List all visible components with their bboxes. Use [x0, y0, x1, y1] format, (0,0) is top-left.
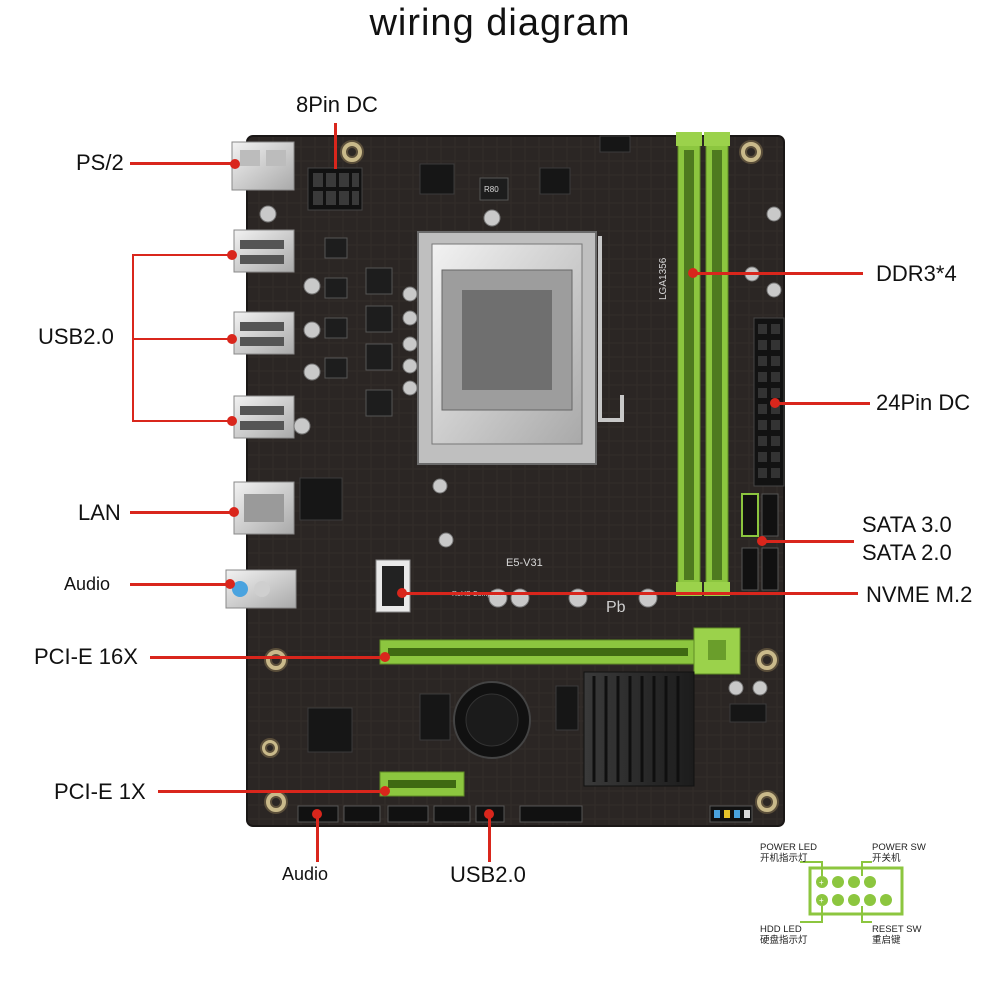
power-led-cn-label: 开机指示灯: [760, 853, 808, 864]
pcie16-label: PCI-E 16X: [34, 644, 138, 669]
dc8-connector: [307, 167, 363, 211]
power-led-label: POWER LED: [760, 842, 818, 853]
dc8-leader: [334, 123, 337, 169]
sata3-label: SATA 3.0: [862, 512, 952, 537]
lan-leader: [130, 511, 234, 514]
usb-rear-ports: [233, 229, 295, 439]
audio-rear-label: Audio: [64, 574, 111, 594]
front-headers: [297, 805, 753, 823]
lan-label: LAN: [78, 500, 121, 525]
reset-sw-label: RESET SW: [872, 924, 922, 935]
pcie1-slot: [379, 771, 465, 797]
nvme-slot: [375, 559, 411, 613]
reset-sw-cn-label: 重启键: [872, 935, 901, 946]
audio-rear-jacks: [225, 569, 297, 609]
vrm-chokes: [324, 177, 509, 417]
power-sw-label: POWER SW: [872, 842, 926, 853]
nvme-leader: [402, 592, 858, 595]
ic-chips: [299, 135, 767, 753]
cpu-socket: [417, 231, 624, 465]
model-silkscreen: E5-V31: [506, 557, 543, 569]
hdd-led-cn-label: 硬盘指示灯: [760, 935, 808, 946]
ps2-port: [231, 141, 295, 191]
pcie16-slot: [379, 627, 741, 675]
usb-front-label: USB2.0: [450, 862, 526, 887]
audio-rear-leader: [130, 583, 230, 586]
nvme-label: NVME M.2: [866, 582, 973, 607]
dc8-label: 8Pin DC: [296, 92, 378, 117]
power-sw-cn-label: 开关机: [872, 853, 901, 864]
diagram-title: wiring diagram: [369, 2, 631, 44]
pch-heatsink: [583, 671, 695, 787]
front-panel-pinout-diagram: ++: [800, 861, 904, 923]
pb-silkscreen: Pb: [606, 599, 626, 616]
pcie16-leader: [150, 656, 386, 659]
ddr3-slots: [676, 132, 730, 596]
ddr3-label: DDR3*4: [876, 261, 957, 286]
usb-front-leader: [488, 814, 491, 862]
pcie1-label: PCI-E 1X: [54, 779, 146, 804]
sata2-label: SATA 2.0: [862, 540, 952, 565]
dc24-leader: [775, 402, 870, 405]
dc24-label: 24Pin DC: [876, 390, 971, 415]
mounting-holes: [260, 140, 779, 814]
front-panel-pins: [714, 810, 750, 818]
audio-front-label: Audio: [282, 864, 329, 884]
svg-text:+: +: [819, 878, 824, 887]
sata-ports: [741, 493, 779, 591]
ddr3-leader: [693, 272, 863, 275]
pcie1-leader: [158, 790, 386, 793]
usb-rear-label: USB2.0: [38, 324, 114, 349]
lan-port: [233, 481, 295, 535]
ps2-dot: [230, 159, 240, 169]
svg-text:+: +: [819, 896, 824, 905]
cmos-battery: [453, 681, 531, 759]
dc24-connector: [753, 317, 785, 487]
inductor-silkscreen: R80: [484, 185, 499, 194]
ps2-leader: [130, 162, 235, 165]
ps2-label: PS/2: [76, 150, 124, 175]
sata-leader: [762, 540, 854, 543]
socket-silkscreen: LGA1356: [658, 257, 669, 300]
hdd-led-label: HDD LED: [760, 924, 802, 935]
audio-front-leader: [316, 814, 319, 862]
